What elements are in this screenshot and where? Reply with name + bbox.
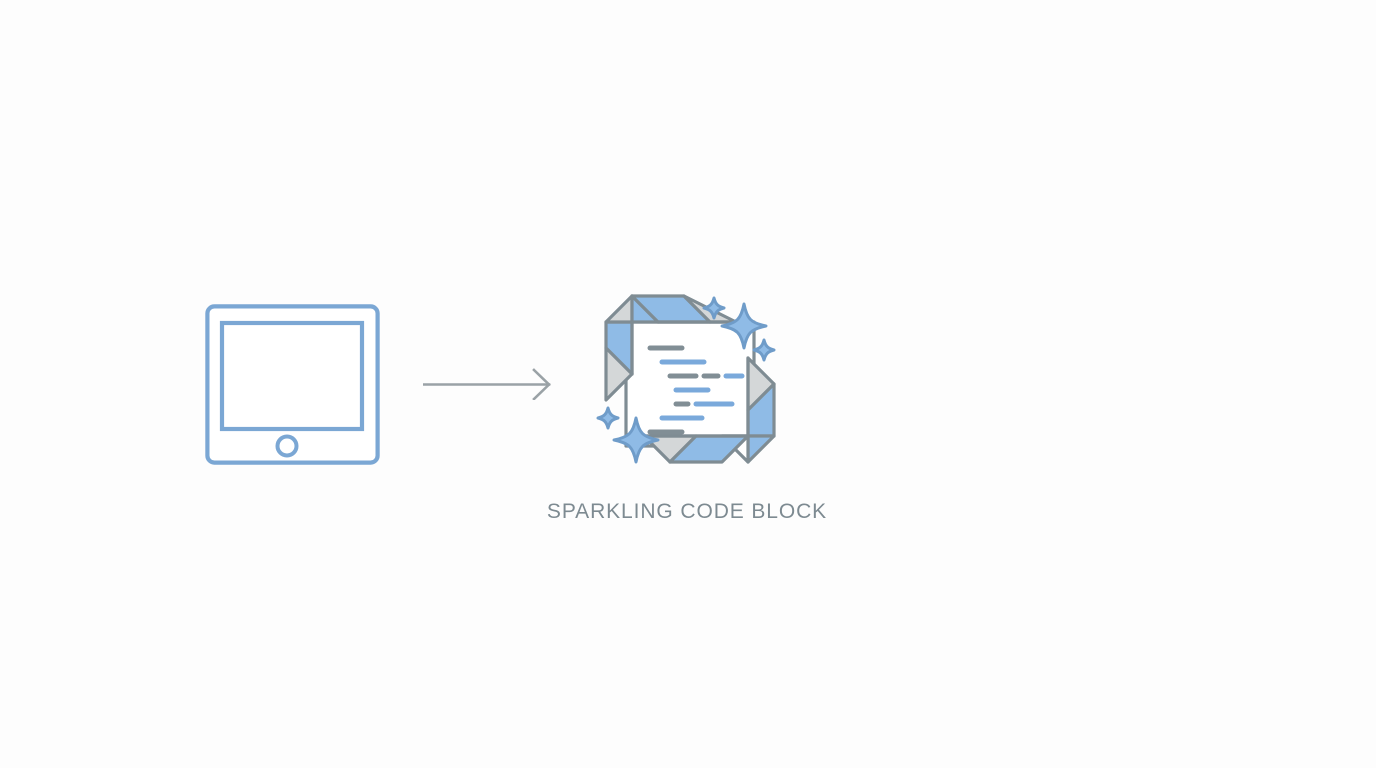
sparkling-code-block-icon: .ol { stroke:#7f8c93; stroke-width:3.2; … xyxy=(592,286,788,482)
sparkle-bottom-large-icon xyxy=(612,416,660,464)
sparkle-left-small-icon xyxy=(596,406,620,430)
sparkle-top-large-icon xyxy=(720,302,768,350)
corner-bottom-right xyxy=(720,356,776,464)
tablet-screen xyxy=(219,320,365,432)
caption-text: SPARKLING CODE BLOCK xyxy=(546,500,828,523)
arrow-head xyxy=(532,368,551,401)
sparkle-right-small-icon xyxy=(752,338,776,362)
illustration-caption: SPARKLING CODE BLOCK xyxy=(0,500,1376,524)
code-lines xyxy=(647,345,745,435)
tablet-home-button xyxy=(275,434,299,458)
sparkle-top-small-icon xyxy=(702,296,726,320)
tablet-device-icon xyxy=(205,304,380,465)
code-document-page xyxy=(624,320,756,448)
corner-bottom-left xyxy=(642,434,750,464)
transform-arrow-icon xyxy=(422,368,555,401)
